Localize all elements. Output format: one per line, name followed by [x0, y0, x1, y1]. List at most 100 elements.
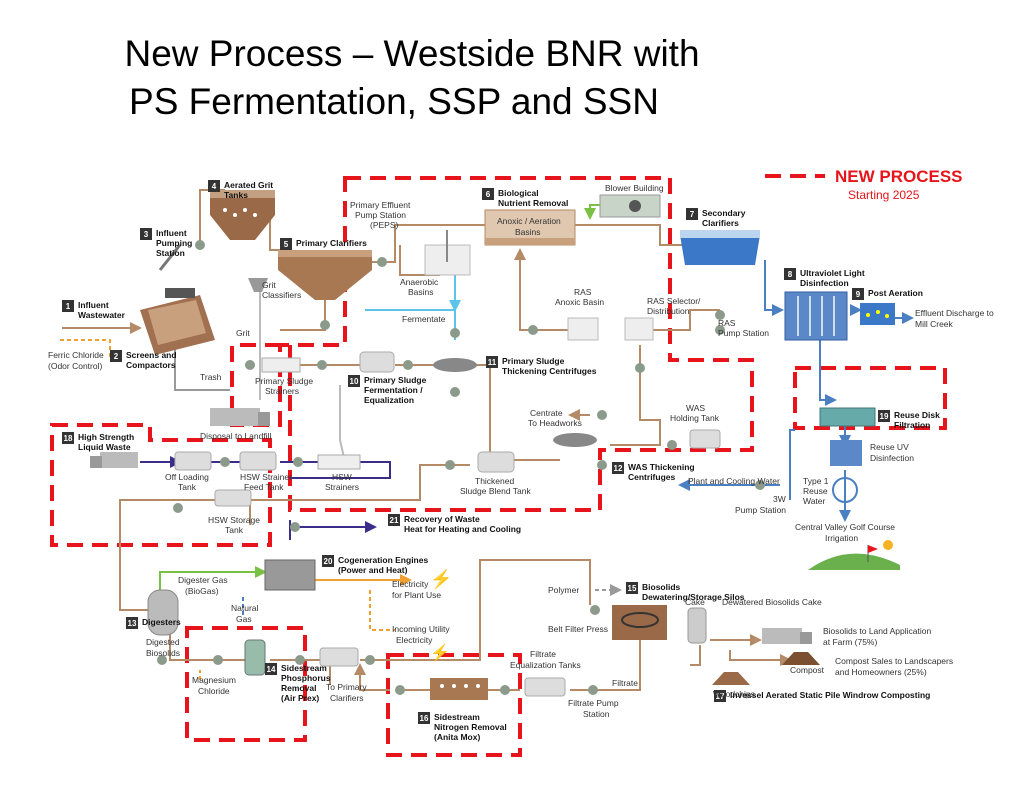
label-filtrate-pump-1: Filtrate Pump	[568, 698, 619, 708]
label-ras-anoxic-1: RAS	[574, 287, 592, 297]
anita-mox-icon	[430, 678, 488, 700]
step-14-line4: (Air Prex)	[281, 693, 319, 703]
step-3-line3: Station	[156, 248, 185, 258]
label-land-2: at Farm (75%)	[823, 637, 877, 647]
step-number-15: 15	[628, 584, 637, 593]
label-reuse-uv-1: Reuse UV	[870, 442, 909, 452]
air-prex-icon	[244, 639, 266, 676]
step-number-12: 12	[614, 464, 623, 473]
step-6-line2: Nutrient Removal	[498, 198, 568, 208]
label-peps-3: (PEPS)	[370, 220, 399, 230]
step-number-4: 4	[212, 182, 217, 191]
label-trash: Trash	[200, 372, 222, 382]
was-centrifuge-icon	[553, 433, 597, 447]
step-10-line3: Equalization	[364, 395, 414, 405]
post-aeration-icon	[860, 303, 895, 325]
step-badge-5	[280, 238, 292, 250]
step-number-2: 2	[114, 352, 119, 361]
blower-building-icon	[599, 194, 661, 218]
label-golf-2: Irrigation	[825, 533, 858, 543]
step-3-line1: Influent	[156, 228, 187, 238]
electric-lines	[315, 574, 412, 631]
digester-icon	[147, 589, 179, 636]
step-badge-16	[418, 712, 430, 724]
ps-centrifuge-icon	[433, 358, 477, 372]
label-woodchips: Woodchips	[713, 689, 755, 699]
page-title-line2: PS Fermentation, SSP and SSN	[129, 81, 659, 122]
label-grit: Grit	[236, 328, 250, 338]
label-natural-gas-1: Natural	[231, 603, 259, 613]
label-type1-1: Type 1	[803, 476, 829, 486]
label-electricity-1: Electricity	[392, 579, 429, 589]
step-number-6: 6	[486, 190, 491, 199]
step-number-1: 1	[66, 302, 71, 311]
step-4-line1: Aerated Grit	[224, 180, 273, 190]
label-electricity-2: for Plant Use	[392, 590, 441, 600]
step-badge-9	[852, 288, 864, 300]
label-blower: Blower Building	[605, 183, 664, 193]
label-ps-strainers-1: Primary Sludge	[255, 376, 313, 386]
step-2-line1: Screens and	[126, 350, 177, 360]
step-20-line1: Cogeneration Engines	[338, 555, 428, 565]
label-natural-gas-2: Gas	[236, 614, 252, 624]
label-magnesium-2: Chloride	[198, 686, 230, 696]
step-21-line1: Recovery of Waste	[404, 514, 480, 524]
label-type1-2: Reuse	[803, 486, 828, 496]
step-17-line1: Invessel Aerated Static Pile Windrow Com…	[730, 690, 930, 700]
step-number-21: 21	[390, 516, 399, 525]
label-plant-water: Plant and Cooling Water	[688, 476, 780, 486]
ras-anoxic-icon	[567, 317, 599, 341]
label-ferric-2: (Odor Control)	[48, 361, 102, 371]
label-compost-sales-1: Compost Sales to Landscapers	[835, 656, 953, 666]
annotation-labels: Ferric Chloride (Odor Control) Trash Gri…	[48, 183, 994, 719]
label-anoxic-2: Basins	[515, 227, 541, 237]
landfill-truck-icon	[210, 408, 270, 426]
reuse-disk-filter-icon	[819, 407, 876, 427]
label-offloading-2: Tank	[178, 482, 197, 492]
blend-tank-icon	[477, 451, 515, 473]
step-19-line1: Reuse Disk	[894, 410, 940, 420]
label-anoxic-1: Anoxic / Aeration	[497, 216, 561, 226]
label-effluent-1: Effluent Discharge to	[915, 308, 994, 318]
label-ras-selector-1: RAS Selector/	[647, 296, 701, 306]
step-14-line2: Phosphorus	[281, 673, 331, 683]
label-anaerobic-1: Anaerobic	[400, 277, 439, 287]
step-badge-2	[110, 350, 122, 362]
hsw-strainers-icon	[317, 454, 361, 470]
label-ras-anoxic-2: Anoxic Basin	[555, 297, 604, 307]
step-8-line2: Disinfection	[800, 278, 849, 288]
ras-selector-icon	[624, 317, 654, 341]
label-centrate-2: To Headworks	[528, 418, 582, 428]
step-14-line1: Sidestream	[281, 663, 327, 673]
grit-classifier-icon	[248, 278, 268, 292]
label-compost: Compost	[790, 665, 825, 675]
step-badge-20	[322, 555, 334, 567]
label-hsw-storage-1: HSW Storage	[208, 515, 260, 525]
step-badge-3	[140, 228, 152, 240]
bnr-basins-icon	[484, 209, 576, 246]
step-badge-10	[348, 375, 360, 387]
step-badge-4	[208, 180, 220, 192]
label-incoming-1: Incoming Utility	[392, 624, 450, 634]
step-5-line1: Primary Clarifiers	[296, 238, 367, 248]
label-cake: Cake	[685, 597, 705, 607]
label-digester-gas-2: (BioGas)	[185, 586, 219, 596]
label-thickened-2: Sludge Blend Tank	[460, 486, 531, 496]
step-14-line3: Removal	[281, 683, 316, 693]
was-holding-tank-icon	[689, 429, 721, 449]
step-badge-13	[126, 617, 138, 629]
step-badge-19	[878, 410, 890, 422]
step-number-20: 20	[324, 557, 333, 566]
label-grit-classifier-1: Grit	[262, 280, 276, 290]
outline-reuse	[793, 366, 947, 430]
label-hsw-strainers-1: HSW	[332, 472, 352, 482]
step-18-line2: Liquid Waste	[78, 442, 131, 452]
label-ferric-1: Ferric Chloride	[48, 350, 104, 360]
compost-pile-icon	[782, 652, 820, 665]
label-effluent-2: Mill Creek	[915, 319, 954, 329]
storage-silo-icon	[687, 607, 707, 644]
label-offloading-1: Off Loading	[165, 472, 209, 482]
step-badge-1	[62, 300, 74, 312]
label-3w-1: 3W	[773, 494, 786, 504]
